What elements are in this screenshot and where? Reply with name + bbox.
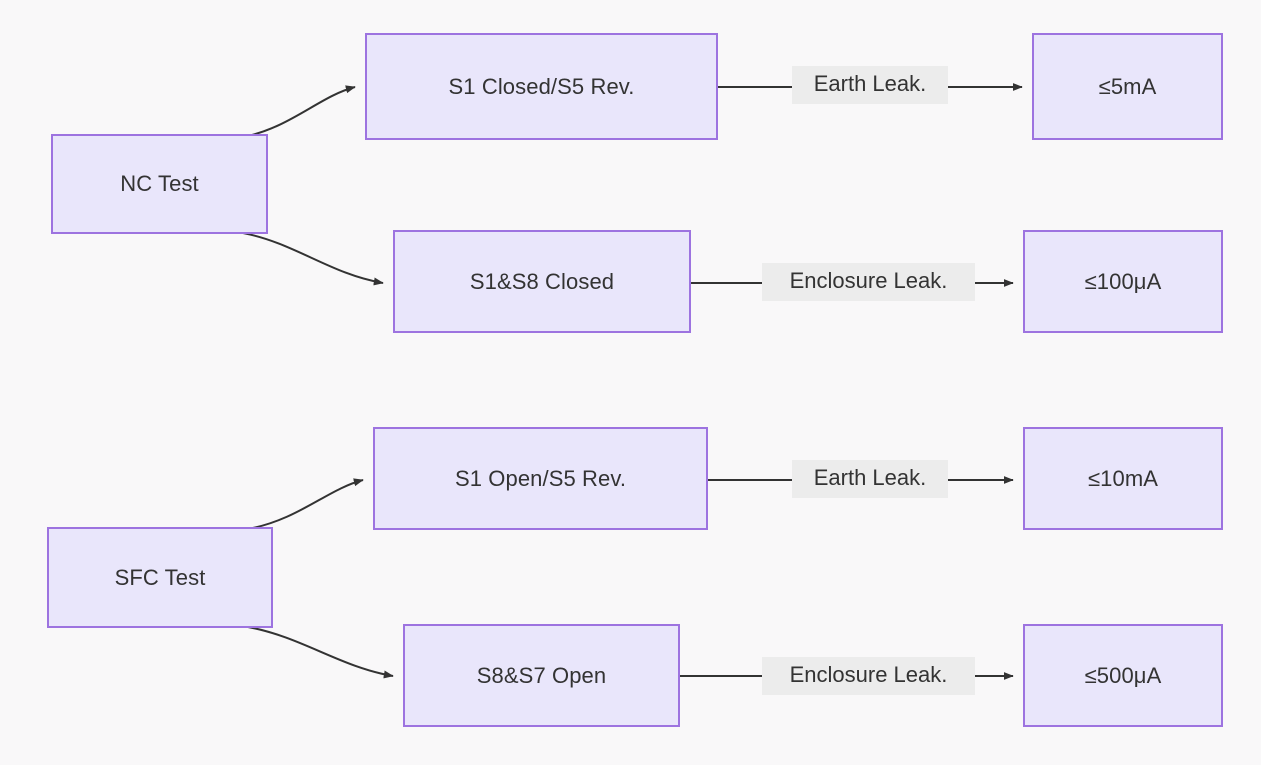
edge-sfc-root-to-branch2 xyxy=(247,626,394,679)
edge-label-nc-earth-leak: Earth Leak. xyxy=(792,66,948,104)
node-label: NC Test xyxy=(120,171,199,196)
node-limit-10ma[interactable]: ≤10mA xyxy=(1023,427,1223,530)
node-s1-closed-s5-rev[interactable]: S1 Closed/S5 Rev. xyxy=(365,33,718,140)
edge-label-nc-enclosure-leak: Enclosure Leak. xyxy=(762,263,975,301)
edge-label-sfc-earth-leak: Earth Leak. xyxy=(792,460,948,498)
node-s8-s7-open[interactable]: S8&S7 Open xyxy=(403,624,680,727)
node-s1-open-s5-rev[interactable]: S1 Open/S5 Rev. xyxy=(373,427,708,530)
node-label: ≤10mA xyxy=(1087,465,1159,491)
node-label: S1 Open/S5 Rev. xyxy=(454,465,627,491)
node-label: ≤500μA xyxy=(1084,662,1162,688)
edge-nc-root-to-branch1 xyxy=(242,85,356,138)
node-s1-s8-closed[interactable]: S1&S8 Closed xyxy=(393,230,691,333)
edge-label-text: Enclosure Leak. xyxy=(789,662,948,687)
node-label: ≤100μA xyxy=(1084,268,1162,294)
node-label: S1 Closed/S5 Rev. xyxy=(448,73,635,99)
edge-label-text: Earth Leak. xyxy=(813,465,927,490)
edge-sfc-root-to-branch1 xyxy=(247,478,364,530)
edge-label-text: Earth Leak. xyxy=(813,71,927,96)
node-nc-test[interactable]: NC Test xyxy=(51,134,268,234)
edge-label-text: Enclosure Leak. xyxy=(789,268,948,293)
node-label: SFC Test xyxy=(114,564,206,590)
edge-label-sfc-enclosure-leak: Enclosure Leak. xyxy=(762,657,975,695)
edge-nc-root-to-branch2 xyxy=(242,232,384,286)
node-limit-500ua[interactable]: ≤500μA xyxy=(1023,624,1223,727)
node-label: S1&S8 Closed xyxy=(469,268,615,294)
node-limit-100ua[interactable]: ≤100μA xyxy=(1023,230,1223,333)
node-label: S8&S7 Open xyxy=(476,662,607,688)
node-limit-5ma[interactable]: ≤5mA xyxy=(1032,33,1223,140)
node-label: ≤5mA xyxy=(1098,73,1157,99)
node-sfc-test[interactable]: SFC Test xyxy=(47,527,273,628)
